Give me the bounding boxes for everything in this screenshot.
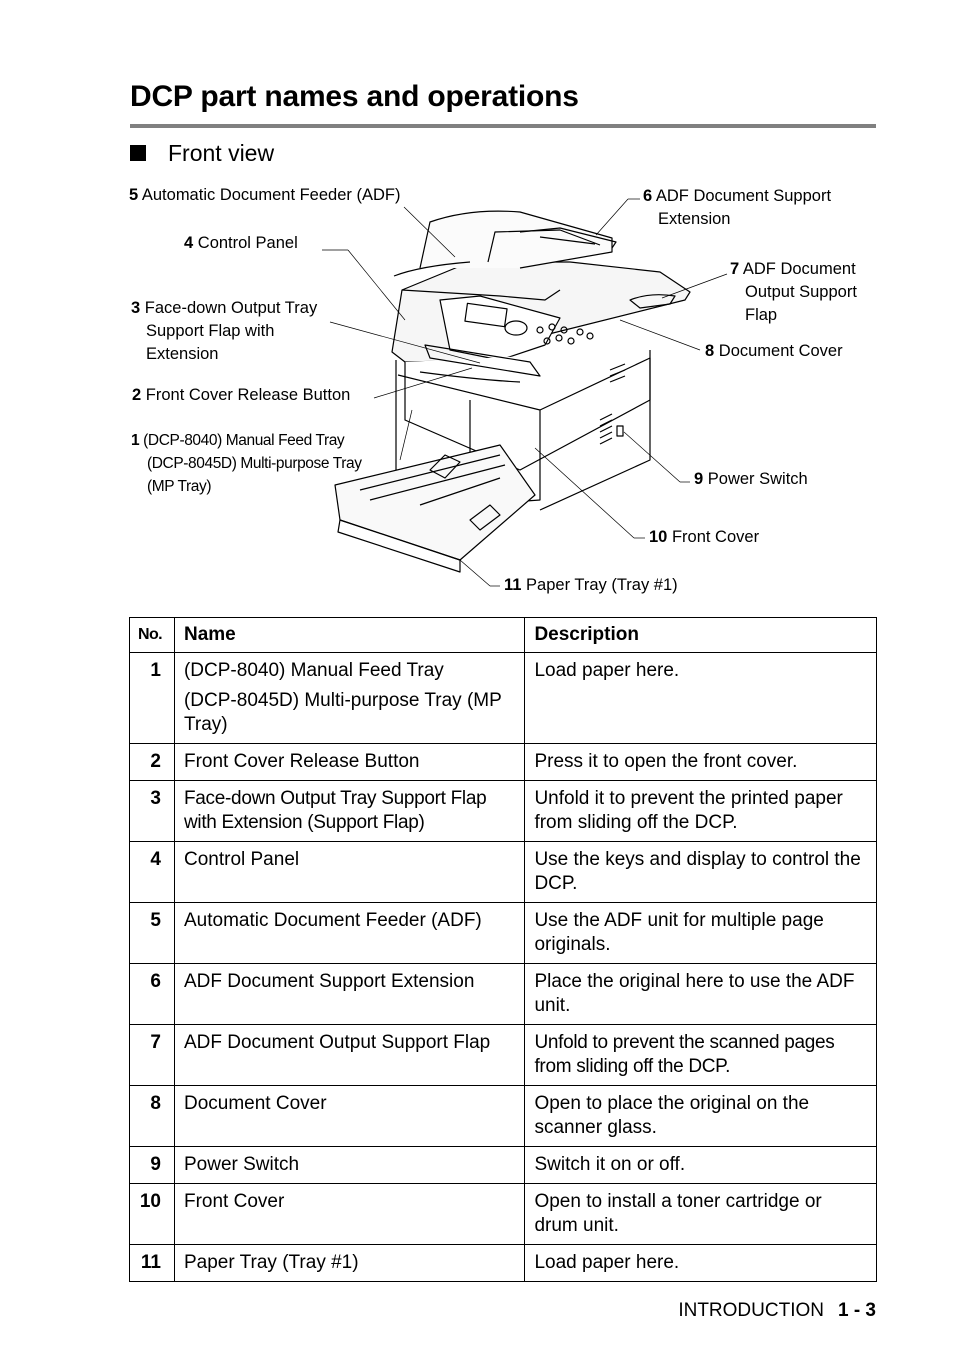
callout-front-cover-release: 2 Front Cover Release Button	[132, 386, 351, 404]
row-name: Front Cover	[173, 1183, 526, 1245]
table-row: 11 Paper Tray (Tray #1) Load paper here.	[129, 1244, 877, 1282]
page-number: 1 - 3	[837, 1300, 876, 1321]
row-name: Document Cover	[173, 1085, 526, 1147]
row-name: Power Switch	[173, 1146, 526, 1184]
row-no: 9	[129, 1146, 175, 1184]
header-no: No.	[129, 617, 175, 653]
row-no: 1	[129, 652, 175, 744]
row-desc: Unfold it to prevent the printed paper f…	[524, 780, 877, 842]
printer-illustration	[322, 198, 728, 587]
callout-document-cover: 8 Document Cover	[705, 342, 843, 360]
row-name: ADF Document Support Extension	[173, 963, 526, 1025]
table-row: 3 Face-down Output Tray Support Flap wit…	[129, 780, 877, 842]
callout-feed-tray: 1 (DCP-8040) Manual Feed Tray(DCP-8045D)…	[131, 432, 362, 495]
section-heading: Front view	[130, 140, 274, 167]
row-name: ADF Document Output Support Flap	[173, 1024, 526, 1086]
row-desc: Open to install a toner cartridge or dru…	[524, 1183, 877, 1245]
table-row: 8 Document Cover Open to place the origi…	[129, 1085, 877, 1147]
row-name: Face-down Output Tray Support Flap with …	[173, 780, 526, 842]
row-desc: Press it to open the front cover.	[524, 743, 877, 781]
callout-paper-tray: 11 Paper Tray (Tray #1)	[504, 576, 678, 594]
table-row: 9 Power Switch Switch it on or off.	[129, 1146, 877, 1184]
row-no: 6	[129, 963, 175, 1025]
row-name: Front Cover Release Button	[173, 743, 526, 781]
page-footer: INTRODUCTION 1 - 3	[678, 1300, 876, 1322]
table-row: 5 Automatic Document Feeder (ADF) Use th…	[129, 902, 877, 964]
table-row: 10 Front Cover Open to install a toner c…	[129, 1183, 877, 1245]
row-no: 5	[129, 902, 175, 964]
row-no: 10	[129, 1183, 175, 1245]
row-desc: Place the original here to use the ADF u…	[524, 963, 877, 1025]
row-no: 11	[129, 1244, 175, 1282]
row-name: Paper Tray (Tray #1)	[173, 1244, 526, 1282]
row-no: 8	[129, 1085, 175, 1147]
header-name: Name	[173, 617, 526, 653]
table-header-row: No. Name Description	[129, 617, 877, 653]
header-description: Description	[524, 617, 877, 653]
printer-diagram: 5 Automatic Document Feeder (ADF) 4 Cont…	[0, 170, 954, 610]
page-title: DCP part names and operations	[130, 80, 579, 113]
table-row: 7 ADF Document Output Support Flap Unfol…	[129, 1024, 877, 1086]
table-row: 6 ADF Document Support Extension Place t…	[129, 963, 877, 1025]
row-desc: Load paper here.	[524, 652, 877, 744]
table-row: 1 (DCP-8040) Manual Feed Tray(DCP-8045D)…	[129, 652, 877, 744]
row-name: Automatic Document Feeder (ADF)	[173, 902, 526, 964]
callout-adf: 5 Automatic Document Feeder (ADF)	[129, 186, 401, 204]
row-desc: Switch it on or off.	[524, 1146, 877, 1184]
title-rule	[130, 124, 876, 128]
section-title: Front view	[168, 140, 275, 166]
row-no: 7	[129, 1024, 175, 1086]
callout-power-switch: 9 Power Switch	[694, 470, 808, 488]
row-desc: Use the ADF unit for multiple page origi…	[524, 902, 877, 964]
row-no: 2	[129, 743, 175, 781]
row-name: Control Panel	[173, 841, 526, 903]
row-desc: Load paper here.	[524, 1244, 877, 1282]
row-desc: Unfold to prevent the scanned pages from…	[524, 1024, 877, 1086]
table-row: 4 Control Panel Use the keys and display…	[129, 841, 877, 903]
square-bullet-icon	[130, 144, 146, 161]
callout-front-cover: 10 Front Cover	[649, 528, 760, 546]
callout-control-panel: 4 Control Panel	[184, 234, 298, 252]
row-desc: Open to place the original on the scanne…	[524, 1085, 877, 1147]
row-name: (DCP-8040) Manual Feed Tray(DCP-8045D) M…	[173, 652, 526, 744]
footer-label: INTRODUCTION	[678, 1300, 824, 1321]
row-desc: Use the keys and display to control the …	[524, 841, 877, 903]
parts-table: No. Name Description 1 (DCP-8040) Manual…	[129, 617, 877, 1282]
row-no: 4	[129, 841, 175, 903]
table-row: 2 Front Cover Release Button Press it to…	[129, 743, 877, 781]
row-no: 3	[129, 780, 175, 842]
